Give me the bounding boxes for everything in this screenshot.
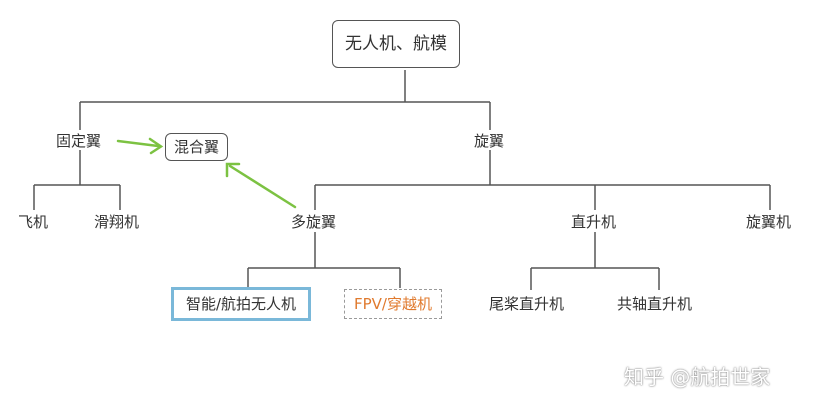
arrow-fixed-to-hybrid	[116, 139, 160, 148]
node-glider: 滑翔机	[94, 213, 140, 231]
node-hybrid-wing: 混合翼	[165, 133, 229, 161]
node-rotorcraft: 旋翼机	[746, 213, 792, 231]
node-multirotor: 多旋翼	[291, 213, 337, 231]
node-smart-aerial-drone: 智能/航拍无人机	[171, 287, 312, 321]
arrow-head	[225, 162, 241, 178]
node-rotary-wing: 旋翼	[474, 132, 505, 150]
watermark: 知乎 @航拍世家	[624, 365, 771, 389]
arrow-head	[148, 137, 164, 155]
node-fpv-racing: FPV/穿越机	[344, 289, 442, 319]
arrow-multirotor-to-hybrid	[228, 164, 297, 209]
node-root: 无人机、航模	[332, 20, 460, 68]
node-fixed-wing: 固定翼	[56, 132, 102, 150]
node-tail-rotor-heli: 尾桨直升机	[489, 295, 565, 313]
node-airplane: 飞机	[18, 213, 49, 231]
node-helicopter: 直升机	[571, 213, 617, 231]
node-coaxial-heli: 共轴直升机	[617, 295, 693, 313]
